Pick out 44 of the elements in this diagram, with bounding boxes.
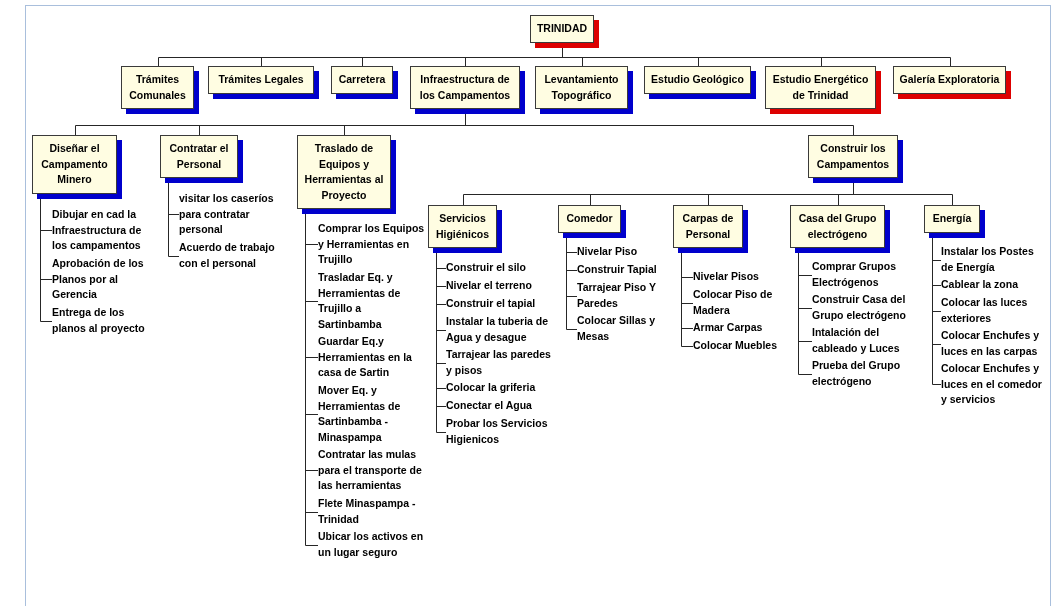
task-text: Colocar Sillas y Mesas (577, 313, 671, 344)
task-text: Colocar Muebles (693, 338, 787, 354)
task-text: Nivelar el terreno (446, 278, 552, 294)
connector-line (798, 252, 813, 375)
task-text: Tarrajear Piso Y Paredes (577, 280, 671, 311)
task-text: visitar los caseríos para contratar personal (179, 191, 281, 238)
task-text: Colocar las luces exteriores (941, 295, 1045, 326)
task-text: Armar Carpas (693, 320, 787, 336)
connector-line (681, 252, 694, 347)
task-text: Instalar los Postes de Energía (941, 244, 1045, 275)
task-text: Entrega de los planos al proyecto (52, 305, 152, 336)
connector-line (566, 237, 578, 330)
task-text: Guardar Eq.y Herramientas en la casa de Sartin (318, 334, 426, 381)
task-text: Construir el tapial (446, 296, 552, 312)
task-text: Contratar las mulas para el transporte de las herramientas (318, 447, 426, 494)
task-text: Colocar Enchufes y luces en el comedor y servicios (941, 361, 1045, 408)
task-text: Cablear la zona (941, 277, 1045, 293)
task-text: Dibujar en cad la Infraestructura de los campamentos (52, 207, 152, 254)
connector-line (40, 198, 53, 322)
task-text: Colocar la griferia (446, 380, 552, 396)
task-text: Comprar Grupos Electrógenos (812, 259, 918, 290)
connector-line (932, 237, 942, 385)
task-text: Nivelar Pisos (693, 269, 787, 285)
task-text: Construir Tapial (577, 262, 671, 278)
task-text: Probar los Servicios Higienicos (446, 416, 552, 447)
task-text: Colocar Enchufes y luces en las carpas (941, 328, 1045, 359)
task-text: Intalación del cableado y Luces (812, 325, 918, 356)
task-text: Mover Eq. y Herramientas de Sartinbamba - Minaspampa (318, 383, 426, 445)
task-text: Colocar Piso de Madera (693, 287, 787, 318)
task-text: Aprobación de los Planos por al Gerencia (52, 256, 152, 303)
task-text: Ubicar los activos en un lugar seguro (318, 529, 426, 560)
task-text: Prueba del Grupo electrógeno (812, 358, 918, 389)
task-text: Tarrajear las paredes y pisos (446, 347, 552, 378)
task-text: Acuerdo de trabajo con el personal (179, 240, 281, 271)
task-text: Construir Casa del Grupo electrógeno (812, 292, 918, 323)
connector-line (853, 182, 953, 206)
task-text: Flete Minaspampa - Trinidad (318, 496, 426, 527)
task-text: Nivelar Piso (577, 244, 671, 260)
task-text: Trasladar Eq. y Herramientas de Trujillo a Sartinbamba (318, 270, 426, 332)
task-text: Comprar los Equipos y Herramientas en Trujillo (318, 221, 426, 268)
task-text: Conectar el Agua (446, 398, 552, 414)
task-text: Construir el silo (446, 260, 552, 276)
task-text: Instalar la tuberia de Agua y desague (446, 314, 552, 345)
connector-line (168, 182, 180, 257)
